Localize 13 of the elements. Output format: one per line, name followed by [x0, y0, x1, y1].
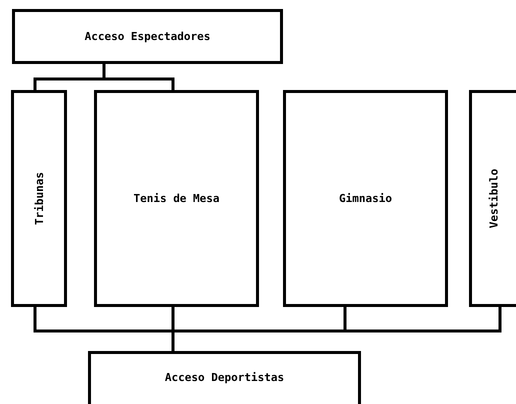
room-label: Gimnasio: [339, 192, 392, 205]
room-box: [94, 90, 259, 307]
room-label: Acceso Deportistas: [164, 371, 284, 384]
room-label: Acceso Espectadores: [84, 30, 210, 43]
room-label: Tenis de Mesa: [133, 192, 220, 205]
room-label: Tribunas: [32, 172, 46, 225]
room-box: [11, 90, 67, 307]
room-box: [283, 90, 448, 307]
room-box: [88, 351, 361, 404]
connector-line: [172, 307, 502, 351]
room-box: [12, 9, 283, 64]
room-label: Vestibulo: [488, 168, 500, 228]
connector-line: [102, 64, 174, 90]
